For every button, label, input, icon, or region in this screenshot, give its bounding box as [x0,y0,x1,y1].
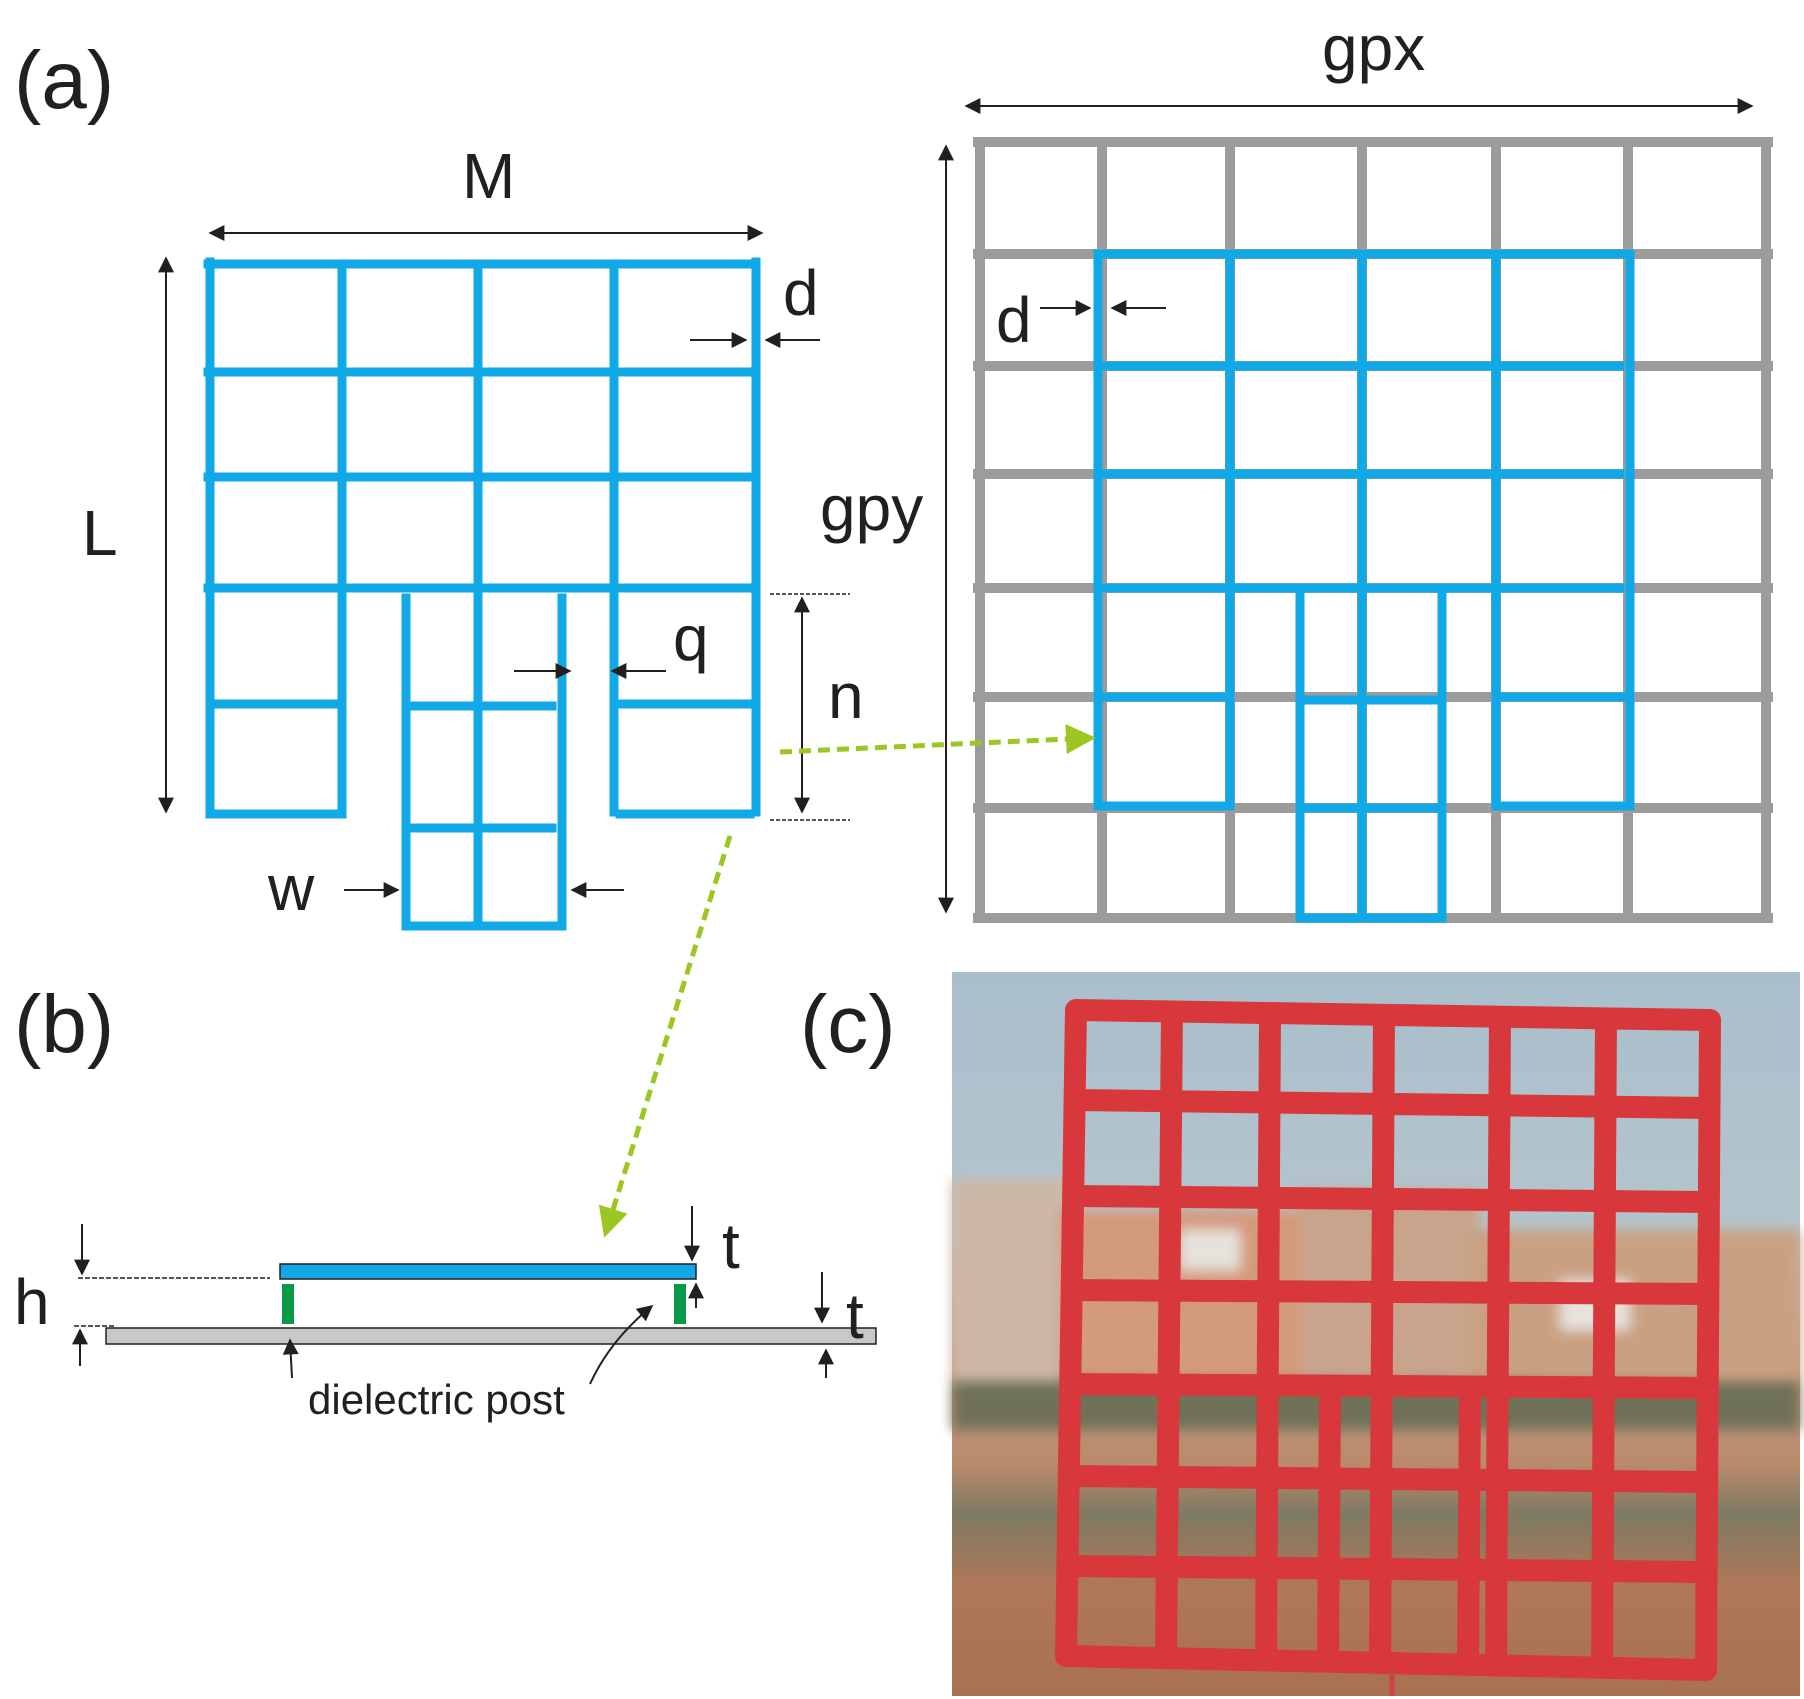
photo-3d-printed-grid [952,972,1800,1696]
dim-label-L: L [82,497,118,569]
dim-label-n: n [828,660,864,732]
dim-label-t-top: t [722,1210,740,1282]
dielectric-post-label: dielectric post [308,1376,565,1423]
panel-label-c: (c) [800,979,896,1070]
resonator-on-grid [1093,249,1635,923]
guide-arrow-to-grid [779,724,1096,755]
dielectric-post-left [282,1284,294,1324]
dim-label-gpy: gpy [820,472,923,544]
panel-label-a: (a) [14,35,114,126]
callout-arrow-left-post [282,1338,299,1379]
dielectric-post-right [674,1284,686,1324]
dim-label-q: q [673,602,709,674]
panel-label-b: (b) [14,979,114,1070]
dim-label-gpx: gpx [1322,12,1425,84]
resonator-cross-section [279,1263,697,1280]
dim-label-M: M [462,140,515,212]
dim-label-t-bottom: t [846,1280,864,1352]
photo-printed-grid [1055,999,1721,1681]
dim-label-w: w [267,852,315,924]
guide-arrow-to-section [598,835,733,1238]
dim-label-d-left: d [783,257,819,329]
resonator-pattern [203,257,761,931]
dim-label-d-right: d [996,284,1032,356]
ground-plane-cross-section [105,1327,877,1345]
callout-arrow-right-post [589,1304,654,1385]
dim-label-h: h [14,1266,50,1338]
